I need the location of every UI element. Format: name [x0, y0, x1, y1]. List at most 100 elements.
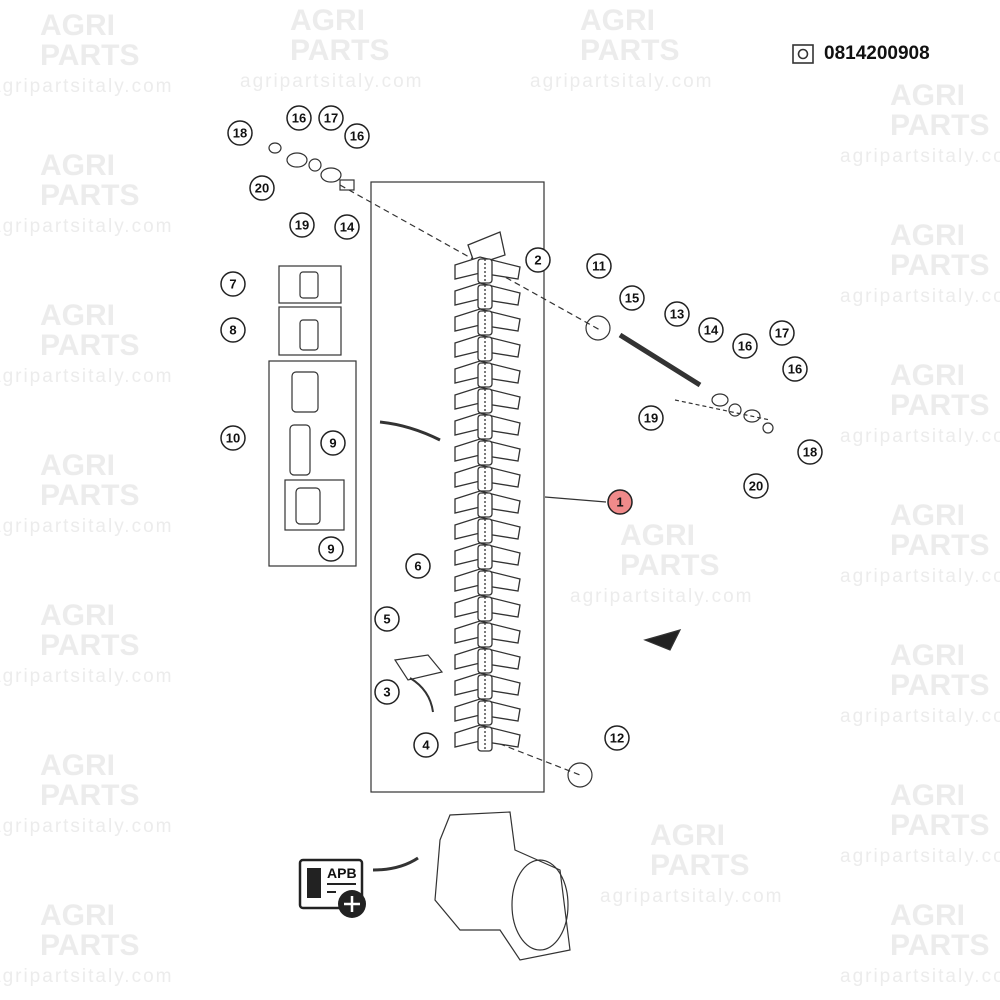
svg-text:2: 2	[534, 253, 541, 268]
svg-text:PARTS: PARTS	[890, 929, 989, 962]
svg-text:PARTS: PARTS	[40, 329, 139, 362]
callout-part-2[interactable]: 2	[525, 247, 551, 273]
part-8-box	[278, 306, 342, 356]
callout-part-16[interactable]: 16	[286, 105, 312, 131]
svg-text:AGRI: AGRI	[890, 359, 965, 392]
svg-text:PARTS: PARTS	[580, 34, 679, 67]
chain-link	[454, 516, 521, 544]
svg-text:agripartsitaly.com: agripartsitaly.com	[0, 366, 173, 387]
callout-part-10[interactable]: 10	[220, 425, 246, 451]
callout-part-9[interactable]: 9	[318, 536, 344, 562]
svg-text:AGRI: AGRI	[40, 899, 115, 932]
svg-text:AGRI: AGRI	[580, 4, 655, 37]
svg-text:agripartsitaly.com: agripartsitaly.com	[0, 666, 173, 687]
callout-part-6[interactable]: 6	[405, 553, 431, 579]
svg-text:agripartsitaly.com: agripartsitaly.com	[840, 426, 1000, 447]
svg-text:9: 9	[329, 436, 336, 451]
callout-part-18[interactable]: 18	[797, 439, 823, 465]
callout-part-4[interactable]: 4	[413, 732, 439, 758]
svg-text:6: 6	[414, 559, 421, 574]
callout-part-19[interactable]: 19	[638, 405, 664, 431]
svg-text:PARTS: PARTS	[890, 389, 989, 422]
svg-text:PARTS: PARTS	[890, 529, 989, 562]
callout-part-1[interactable]: 1	[607, 489, 633, 515]
svg-text:16: 16	[788, 362, 802, 377]
svg-text:AGRI: AGRI	[40, 749, 115, 782]
part-number-header: 0814200908	[790, 42, 930, 66]
svg-text:17: 17	[324, 111, 338, 126]
chain-assembly	[454, 231, 521, 752]
svg-text:9: 9	[327, 542, 334, 557]
svg-text:AGRI: AGRI	[890, 639, 965, 672]
callout-part-3[interactable]: 3	[374, 679, 400, 705]
svg-text:PARTS: PARTS	[650, 849, 749, 882]
callout-part-20[interactable]: 20	[743, 473, 769, 499]
svg-text:20: 20	[255, 181, 269, 196]
part-10-box	[268, 360, 357, 567]
callout-part-20[interactable]: 20	[249, 175, 275, 201]
svg-text:AGRI: AGRI	[290, 4, 365, 37]
svg-text:agripartsitaly.com: agripartsitaly.com	[840, 146, 1000, 167]
svg-text:AGRI: AGRI	[40, 149, 115, 182]
svg-text:PARTS: PARTS	[620, 549, 719, 582]
svg-text:16: 16	[350, 129, 364, 144]
chain-link	[454, 568, 521, 596]
catalog-gear-icon	[792, 44, 814, 64]
svg-text:4: 4	[422, 738, 430, 753]
svg-text:19: 19	[295, 218, 309, 233]
apb-label: APB	[327, 865, 357, 881]
chain-link	[454, 412, 521, 440]
svg-text:PARTS: PARTS	[890, 809, 989, 842]
svg-text:7: 7	[229, 277, 236, 292]
svg-text:PARTS: PARTS	[290, 34, 389, 67]
svg-text:AGRI: AGRI	[890, 779, 965, 812]
callout-part-8[interactable]: 8	[220, 317, 246, 343]
svg-text:agripartsitaly.com: agripartsitaly.com	[570, 586, 753, 607]
callout-part-9[interactable]: 9	[320, 430, 346, 456]
callout-part-12[interactable]: 12	[604, 725, 630, 751]
callout-part-14[interactable]: 14	[698, 317, 724, 343]
svg-text:agripartsitaly.com: agripartsitaly.com	[0, 816, 173, 837]
apb-add-button[interactable]: APB	[298, 858, 370, 925]
chain-link	[454, 594, 521, 622]
callout-part-16[interactable]: 16	[344, 123, 370, 149]
callout-part-15[interactable]: 15	[619, 285, 645, 311]
callout-part-16[interactable]: 16	[782, 356, 808, 382]
callout-part-17[interactable]: 17	[318, 105, 344, 131]
svg-text:PARTS: PARTS	[40, 929, 139, 962]
callout-part-11[interactable]: 11	[586, 253, 612, 279]
callout-part-13[interactable]: 13	[664, 301, 690, 327]
part-number: 0814200908	[824, 43, 930, 64]
svg-text:agripartsitaly.com: agripartsitaly.com	[840, 966, 1000, 987]
callout-part-18[interactable]: 18	[227, 120, 253, 146]
svg-text:PARTS: PARTS	[40, 479, 139, 512]
svg-text:PARTS: PARTS	[40, 179, 139, 212]
callout-part-14[interactable]: 14	[334, 214, 360, 240]
callout-part-7[interactable]: 7	[220, 271, 246, 297]
callout-part-19[interactable]: 19	[289, 212, 315, 238]
callout-part-5[interactable]: 5	[374, 606, 400, 632]
svg-text:AGRI: AGRI	[40, 299, 115, 332]
svg-text:agripartsitaly.com: agripartsitaly.com	[0, 966, 173, 987]
svg-text:agripartsitaly.com: agripartsitaly.com	[240, 71, 423, 92]
chain-link	[454, 464, 521, 492]
svg-text:19: 19	[644, 411, 658, 426]
svg-text:AGRI: AGRI	[890, 499, 965, 532]
svg-text:PARTS: PARTS	[40, 629, 139, 662]
svg-text:1: 1	[616, 495, 623, 510]
svg-text:AGRI: AGRI	[890, 219, 965, 252]
chain-link	[454, 308, 521, 336]
callout-part-17[interactable]: 17	[769, 320, 795, 346]
callout-part-16[interactable]: 16	[732, 333, 758, 359]
